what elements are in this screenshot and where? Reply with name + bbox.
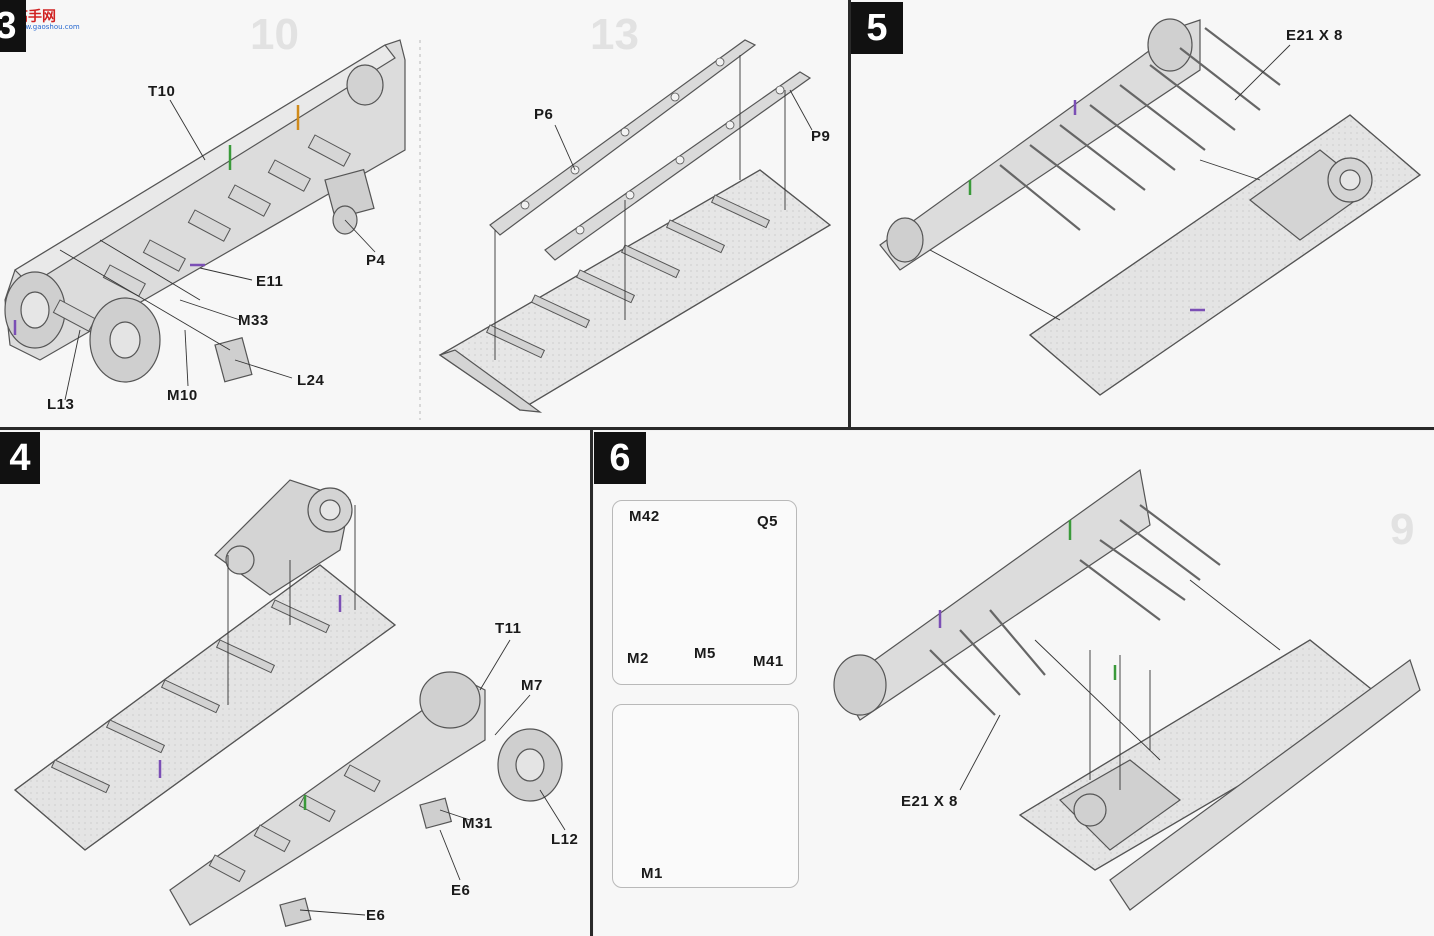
part-label-m7: M7 xyxy=(521,677,543,694)
part-label-e11: E11 xyxy=(256,273,284,290)
part-label-m41: M41 xyxy=(753,653,784,670)
step4-floor-frames xyxy=(50,599,331,794)
bleed-through-number: 13 xyxy=(590,10,639,59)
part-label-m33: M33 xyxy=(238,312,269,329)
bleed-through-number: 9 xyxy=(1390,505,1415,554)
part-label-m1: M1 xyxy=(641,865,663,882)
step-number-6: 6 xyxy=(594,432,646,484)
divider-horizontal xyxy=(0,427,1434,430)
step4-final-drive xyxy=(214,479,353,596)
step5-transmission xyxy=(1249,149,1373,241)
step4-axles xyxy=(208,764,381,883)
step4-leaders xyxy=(227,505,566,916)
part-label-e6-upper: E6 xyxy=(451,882,471,899)
part-label-m42: M42 xyxy=(629,508,660,525)
step5-leaders xyxy=(929,44,1291,321)
step3-color-marks xyxy=(13,105,300,335)
divider-vertical-top xyxy=(848,0,851,430)
step3-rail-holes xyxy=(520,57,785,235)
part-label-l13: L13 xyxy=(47,396,75,413)
part-label-t11: T11 xyxy=(495,620,522,637)
step6-color-marks xyxy=(938,520,1117,680)
step6-torsion-bars xyxy=(929,504,1221,716)
part-label-q5: Q5 xyxy=(757,513,779,530)
part-label-m31: M31 xyxy=(462,815,493,832)
step3-axles xyxy=(52,134,351,332)
step6-inset-top xyxy=(612,500,797,685)
step3-leaders xyxy=(59,99,376,401)
step6-left-side-hull xyxy=(833,468,1151,721)
step-number-3: 3 xyxy=(0,0,26,52)
part-label-m10: M10 xyxy=(167,387,198,404)
step4-color-marks xyxy=(158,595,342,810)
part-label-e21-step6: E21 X 8 xyxy=(901,793,958,810)
step6-leaders xyxy=(959,579,1281,791)
step3-right-leaders xyxy=(494,55,813,360)
step5-hull-floor xyxy=(1029,114,1421,396)
part-label-e6-lower: E6 xyxy=(366,907,386,924)
step3-side-hull xyxy=(4,39,406,361)
step-number-4: 4 xyxy=(0,432,40,484)
bleed-through-number: 10 xyxy=(250,10,299,59)
divider-vertical-bottom xyxy=(590,430,593,936)
part-label-p6: P6 xyxy=(534,106,554,123)
part-label-t10: T10 xyxy=(148,83,176,100)
watermark-url: www.gaoshou.com xyxy=(14,23,80,31)
part-label-m5: M5 xyxy=(694,645,716,662)
part-label-p4: P4 xyxy=(366,252,386,269)
step4-side-hull xyxy=(169,671,486,926)
part-label-p9: P9 xyxy=(811,128,831,145)
step6-right-side-hull xyxy=(1109,659,1421,911)
step5-color-marks xyxy=(968,100,1205,312)
step3-hull-floor xyxy=(438,169,832,413)
step4-hubs xyxy=(279,728,563,927)
step3-rail-P9 xyxy=(544,71,812,261)
part-label-e21-step5: E21 X 8 xyxy=(1286,27,1343,44)
step3-rail-P6 xyxy=(489,39,757,236)
part-label-l12: L12 xyxy=(551,831,579,848)
step6-engine-block xyxy=(1059,759,1181,851)
step6-inset-bottom xyxy=(612,704,799,888)
step5-side-hull xyxy=(879,18,1201,271)
step-number-5: 5 xyxy=(851,2,903,54)
step5-torsion-bars xyxy=(999,27,1281,231)
part-label-l24: L24 xyxy=(297,372,325,389)
step3-floor-frames xyxy=(485,194,771,359)
part-label-m2: M2 xyxy=(627,650,649,667)
